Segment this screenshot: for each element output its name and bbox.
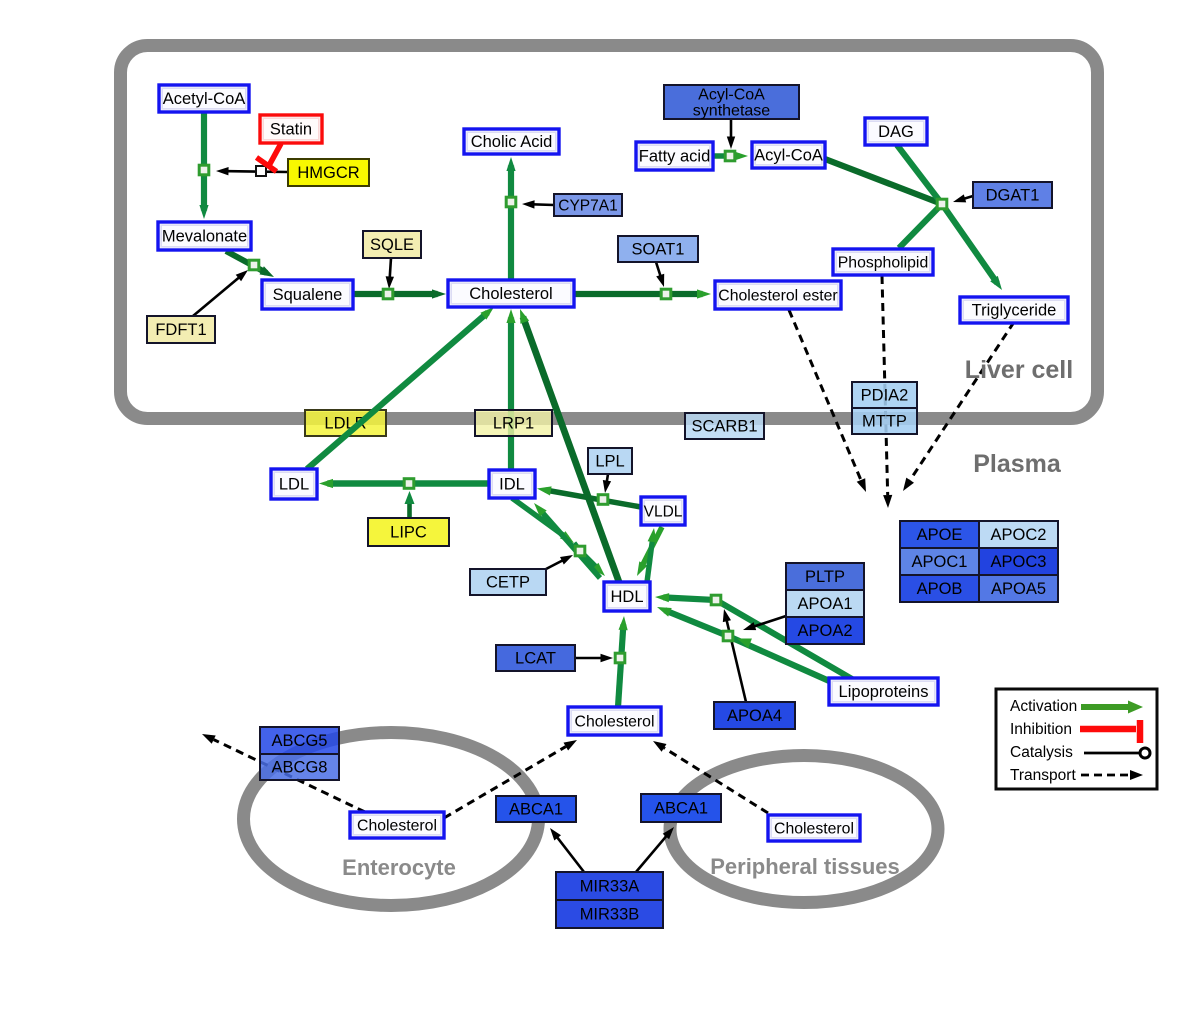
svg-text:HDL: HDL (610, 588, 643, 606)
svg-text:APOA2: APOA2 (797, 622, 852, 640)
svg-text:LPL: LPL (595, 453, 624, 471)
svg-text:ABCA1: ABCA1 (654, 800, 708, 818)
svg-text:APOA5: APOA5 (991, 580, 1046, 598)
svg-text:Enterocyte: Enterocyte (342, 855, 456, 880)
svg-text:Phospholipid: Phospholipid (838, 255, 928, 272)
svg-text:Cholesterol: Cholesterol (575, 714, 655, 731)
svg-text:synthetase: synthetase (693, 103, 770, 120)
svg-text:Cholic Acid: Cholic Acid (471, 133, 553, 151)
svg-text:CETP: CETP (486, 574, 530, 592)
svg-text:Activation: Activation (1010, 698, 1077, 715)
svg-text:FDFT1: FDFT1 (155, 321, 206, 339)
svg-text:Cholesterol ester: Cholesterol ester (718, 288, 837, 305)
svg-text:APOA4: APOA4 (727, 707, 782, 725)
svg-text:Mevalonate: Mevalonate (162, 228, 247, 246)
svg-text:APOC2: APOC2 (991, 526, 1047, 544)
svg-text:LIPC: LIPC (390, 524, 427, 542)
svg-text:IDL: IDL (499, 476, 525, 494)
svg-text:MIR33A: MIR33A (580, 878, 640, 896)
svg-text:LDL: LDL (279, 476, 309, 494)
svg-text:Statin: Statin (270, 121, 312, 139)
svg-text:Acyl-CoA: Acyl-CoA (698, 87, 765, 104)
svg-text:ABCG5: ABCG5 (272, 732, 328, 750)
svg-text:APOC3: APOC3 (991, 553, 1047, 571)
svg-text:DAG: DAG (878, 123, 914, 141)
svg-text:SCARB1: SCARB1 (691, 418, 757, 436)
svg-text:Acetyl-CoA: Acetyl-CoA (163, 90, 246, 108)
svg-text:VLDL: VLDL (644, 504, 683, 521)
svg-text:APOE: APOE (917, 526, 963, 544)
svg-text:Cholesterol: Cholesterol (469, 285, 552, 303)
svg-text:MIR33B: MIR33B (580, 906, 640, 924)
svg-text:SOAT1: SOAT1 (632, 241, 685, 259)
svg-text:HMGCR: HMGCR (297, 164, 359, 182)
svg-text:Lipoproteins: Lipoproteins (839, 683, 929, 701)
svg-text:APOC1: APOC1 (912, 553, 968, 571)
svg-text:MTTP: MTTP (862, 413, 907, 431)
svg-text:Plasma: Plasma (973, 450, 1062, 478)
svg-text:Inhibition: Inhibition (1010, 721, 1072, 738)
svg-text:APOB: APOB (917, 580, 963, 598)
svg-text:SQLE: SQLE (370, 236, 414, 254)
svg-text:DGAT1: DGAT1 (986, 187, 1040, 205)
svg-text:Catalysis: Catalysis (1010, 744, 1073, 761)
svg-text:CYP7A1: CYP7A1 (558, 198, 617, 215)
svg-text:Peripheral tissues: Peripheral tissues (710, 854, 900, 879)
svg-text:Triglyceride: Triglyceride (972, 302, 1057, 320)
svg-text:Squalene: Squalene (273, 286, 343, 304)
svg-text:Fatty acid: Fatty acid (639, 148, 711, 166)
svg-text:Transport: Transport (1010, 767, 1076, 784)
svg-text:LRP1: LRP1 (493, 415, 534, 433)
svg-text:APOA1: APOA1 (797, 595, 852, 613)
svg-text:Cholesterol: Cholesterol (774, 821, 854, 838)
svg-text:ABCG8: ABCG8 (272, 759, 328, 777)
svg-text:Liver cell: Liver cell (965, 356, 1073, 384)
svg-text:Cholesterol: Cholesterol (357, 818, 437, 835)
svg-text:Acyl-CoA: Acyl-CoA (754, 147, 823, 165)
svg-text:PDIA2: PDIA2 (861, 387, 909, 405)
svg-text:ABCA1: ABCA1 (509, 801, 563, 819)
svg-text:LCAT: LCAT (515, 650, 556, 668)
svg-text:PLTP: PLTP (805, 568, 845, 586)
